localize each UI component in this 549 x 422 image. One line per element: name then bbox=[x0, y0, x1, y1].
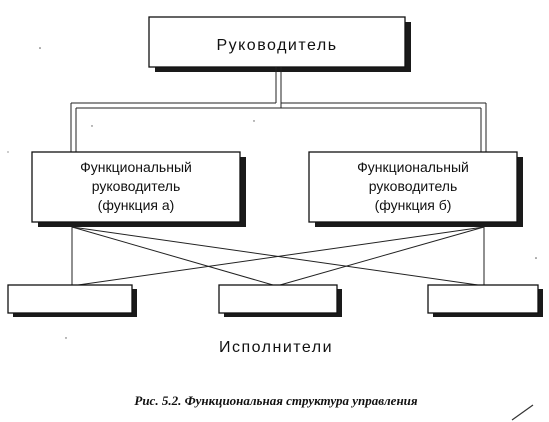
head-box bbox=[148, 16, 406, 68]
functional-head-b-line3: (функция б) bbox=[375, 197, 452, 213]
functional-head-b-line2: руководитель bbox=[369, 178, 457, 194]
figure-caption: Рис. 5.2. Функциональная структура управ… bbox=[134, 393, 418, 408]
functional-head-a-line3: (функция а) bbox=[98, 197, 175, 213]
functional-head-a-box bbox=[31, 151, 241, 223]
scan-artifacts bbox=[7, 47, 537, 421]
executor-1-box bbox=[7, 284, 133, 314]
functional-head-a-line1: Функциональный bbox=[80, 159, 192, 175]
executor-connectors bbox=[71, 226, 485, 286]
executors-label: Исполнители bbox=[219, 339, 333, 356]
functional-head-b-line1: Функциональный bbox=[357, 159, 469, 175]
functional-head-b-box bbox=[308, 151, 518, 223]
head-box-label: Руководитель bbox=[216, 37, 337, 54]
head-connector bbox=[70, 67, 487, 152]
executor-3-box bbox=[427, 284, 539, 314]
executor-2-box bbox=[218, 284, 338, 314]
functional-head-a-line2: руководитель bbox=[92, 178, 180, 194]
